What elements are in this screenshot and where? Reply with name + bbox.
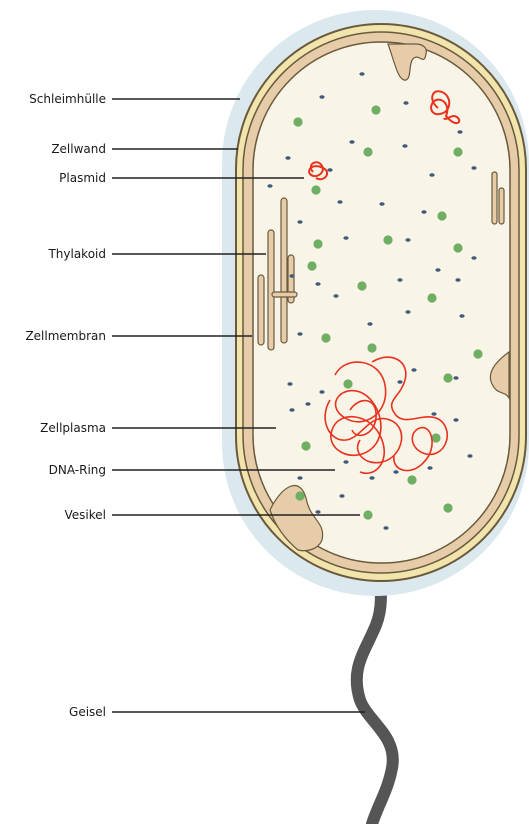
- ribosome: [333, 294, 338, 298]
- ribosome: [379, 202, 384, 206]
- vesicle: [343, 379, 352, 388]
- vesicle: [407, 475, 416, 484]
- ribosome: [471, 256, 476, 260]
- ribosome: [297, 332, 302, 336]
- ribosome: [343, 236, 348, 240]
- ribosome: [429, 173, 434, 177]
- ribosome: [383, 526, 388, 530]
- ribosome: [431, 412, 436, 416]
- ribosome: [411, 368, 416, 372]
- ribosome: [359, 72, 364, 76]
- vesicle: [371, 105, 380, 114]
- ribosome: [367, 322, 372, 326]
- label-zellplasma: Zellplasma: [0, 421, 106, 435]
- label-vesikel: Vesikel: [0, 508, 106, 522]
- ribosome: [315, 282, 320, 286]
- ribosome: [267, 184, 272, 188]
- ribosome: [405, 238, 410, 242]
- ribosome: [327, 168, 332, 172]
- ribosome: [393, 470, 398, 474]
- ribosome: [343, 460, 348, 464]
- vesicle: [363, 510, 372, 519]
- ribosome: [289, 274, 294, 278]
- vesicle: [437, 211, 446, 220]
- vesicle: [301, 441, 310, 450]
- label-zellwand: Zellwand: [0, 142, 106, 156]
- ribosome: [315, 510, 320, 514]
- ribosome: [319, 95, 324, 99]
- label-geisel: Geisel: [0, 705, 106, 719]
- ribosome: [337, 200, 342, 204]
- label-plasmid: Plasmid: [0, 171, 106, 185]
- ribosome: [403, 101, 408, 105]
- ribosome: [397, 278, 402, 282]
- ribosome: [459, 314, 464, 318]
- ribosome: [455, 278, 460, 282]
- ribosome: [369, 476, 374, 480]
- label-dna-ring: DNA-Ring: [0, 463, 106, 477]
- vesicle: [363, 147, 372, 156]
- label-schleimhuelle: Schleimhülle: [0, 92, 106, 106]
- vesicle: [307, 261, 316, 270]
- vesicle: [473, 349, 482, 358]
- ribosome: [402, 144, 407, 148]
- ribosome: [305, 402, 310, 406]
- vesicle: [427, 293, 436, 302]
- ribosome: [289, 408, 294, 412]
- vesicle: [453, 147, 462, 156]
- ribosome: [319, 390, 324, 394]
- ribosome: [297, 220, 302, 224]
- label-zellmembran: Zellmembran: [0, 329, 106, 343]
- vesicle: [357, 281, 366, 290]
- ribosome: [287, 382, 292, 386]
- ribosome: [297, 476, 302, 480]
- ribosome: [471, 166, 476, 170]
- ribosome: [457, 130, 462, 134]
- vesicle: [443, 503, 452, 512]
- ribosome: [421, 210, 426, 214]
- ribosome: [405, 310, 410, 314]
- vesicle: [453, 243, 462, 252]
- vesicle: [313, 239, 322, 248]
- ribosome: [397, 380, 402, 384]
- ribosome: [453, 418, 458, 422]
- vesicle: [311, 185, 320, 194]
- vesicle: [295, 491, 304, 500]
- ribosome: [349, 140, 354, 144]
- ribosome: [467, 454, 472, 458]
- ribosome: [285, 156, 290, 160]
- vesicle: [293, 117, 302, 126]
- label-thylakoid: Thylakoid: [0, 247, 106, 261]
- ribosome: [453, 376, 458, 380]
- vesicle: [443, 373, 452, 382]
- ribosome: [435, 268, 440, 272]
- ribosome: [427, 466, 432, 470]
- ribosome: [339, 494, 344, 498]
- vesicle: [321, 333, 330, 342]
- vesicle: [367, 343, 376, 352]
- vesicle: [383, 235, 392, 244]
